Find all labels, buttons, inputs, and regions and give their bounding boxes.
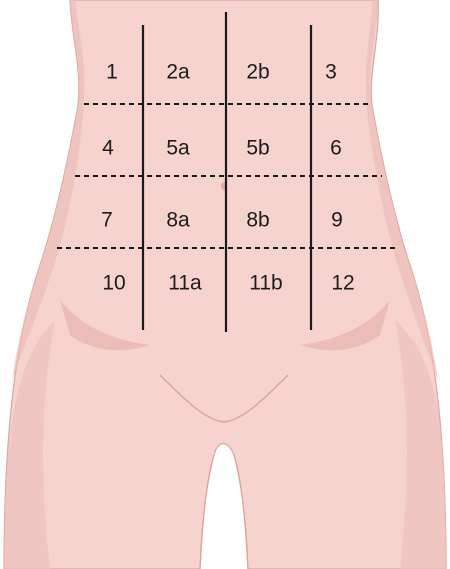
zone-label-12: 12 — [331, 272, 354, 295]
zone-label-11a: 11a — [168, 272, 202, 295]
zone-label-4: 4 — [102, 137, 114, 160]
zone-label-6: 6 — [330, 137, 342, 160]
zone-label-7: 7 — [101, 209, 113, 232]
zone-label-5a: 5a — [166, 137, 190, 160]
zone-label-5b: 5b — [246, 137, 269, 160]
zone-label-9: 9 — [331, 209, 343, 232]
zone-label-8a: 8a — [166, 209, 190, 232]
zone-label-3: 3 — [325, 61, 337, 84]
zone-label-10: 10 — [102, 272, 125, 295]
zone-label-1: 1 — [106, 61, 118, 84]
zone-label-2a: 2a — [166, 61, 190, 84]
zone-label-8b: 8b — [246, 209, 269, 232]
zone-label-11b: 11b — [249, 272, 282, 295]
zone-label-2b: 2b — [246, 61, 269, 84]
